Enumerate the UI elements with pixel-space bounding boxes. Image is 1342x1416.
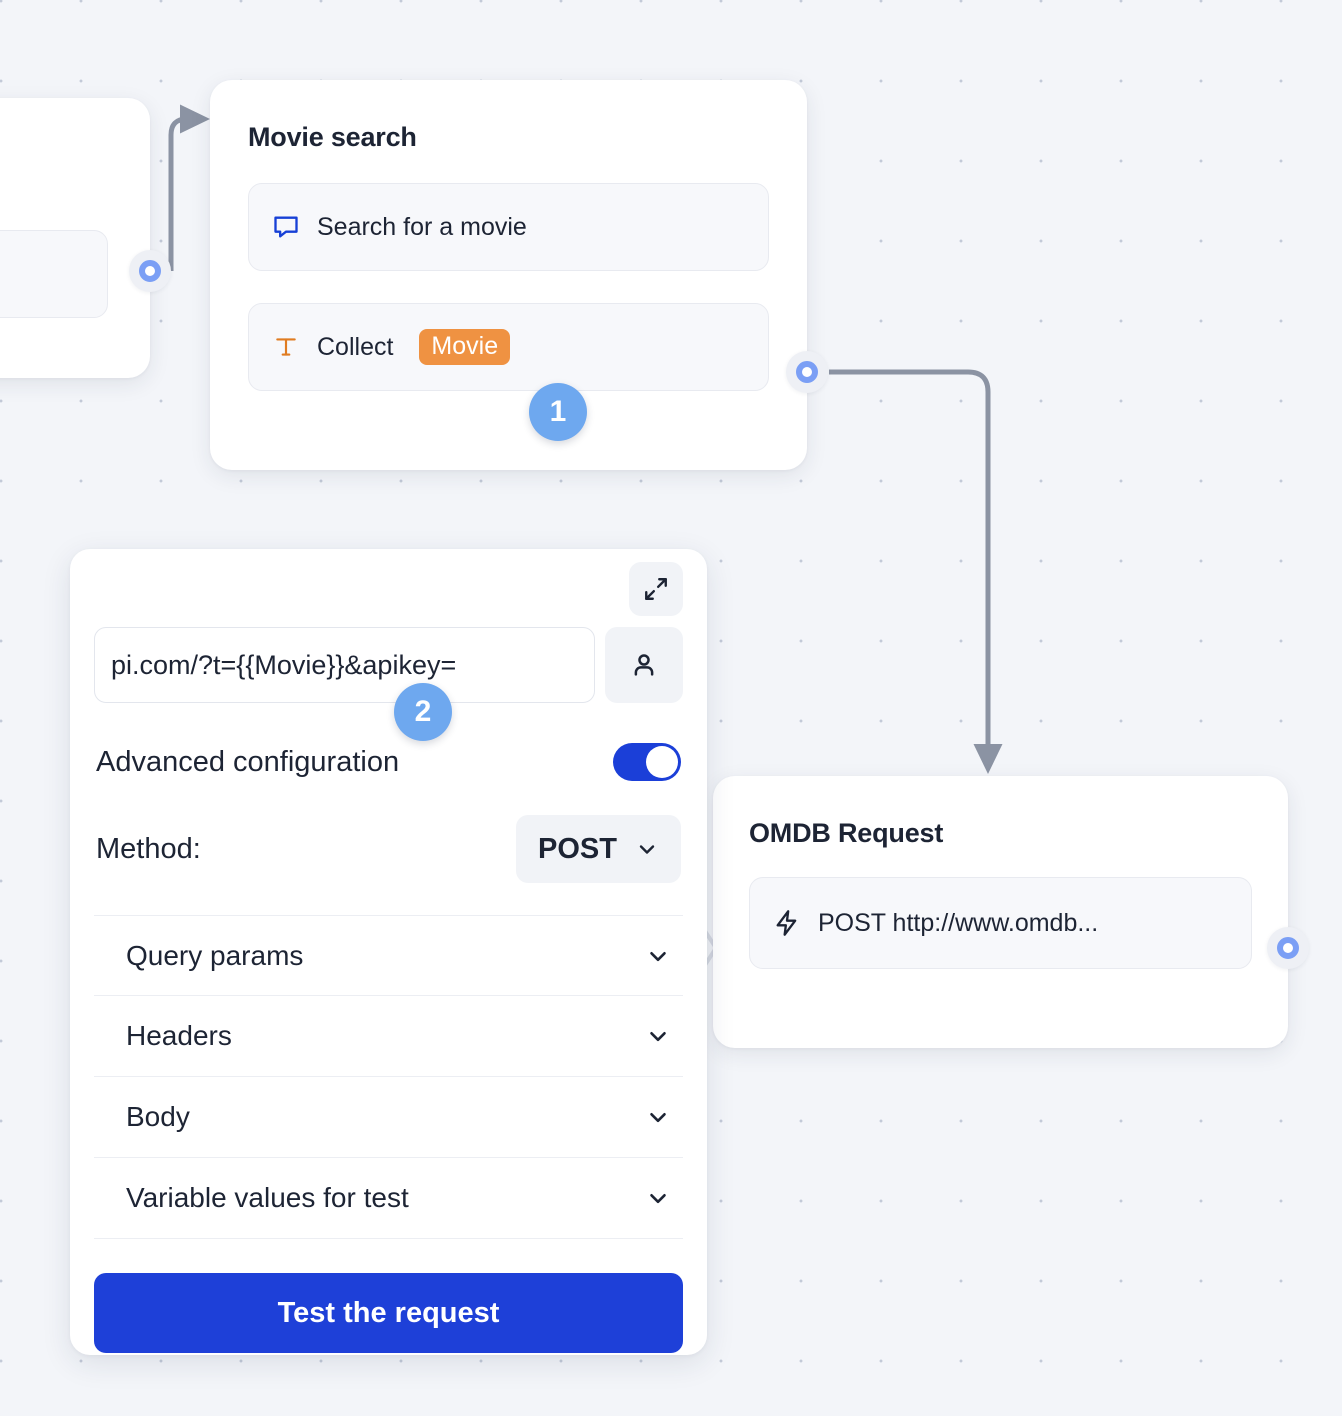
section-label: Query params	[126, 939, 304, 971]
node-row-collect-movie[interactable]: Collect Movie	[248, 303, 769, 391]
section-label: Body	[126, 1101, 190, 1132]
port-movie-search-output[interactable]	[786, 351, 828, 393]
node-title: Movie search	[248, 122, 417, 152]
section-headers[interactable]: Headers	[94, 996, 683, 1077]
request-url-input[interactable]	[94, 627, 595, 703]
config-sections: Query params Headers Body Variable value…	[94, 915, 683, 1239]
expand-panel-button[interactable]	[629, 562, 683, 616]
test-the-request-button[interactable]: Test the request	[94, 1273, 683, 1353]
variable-chip-movie[interactable]: Movie	[419, 328, 511, 366]
node-movie-search[interactable]: Movie search Search for a movie Collect …	[210, 80, 807, 470]
port-omdb-request-output[interactable]	[1267, 927, 1309, 969]
chevron-down-icon	[650, 1112, 666, 1123]
request-configuration-panel[interactable]: Advanced configuration Method: POST Quer…	[70, 549, 707, 1355]
advanced-configuration-label: Advanced configuration	[96, 745, 400, 778]
section-body[interactable]: Body	[94, 1077, 683, 1158]
expand-arrows-icon	[645, 578, 667, 600]
section-variable-values-for-test[interactable]: Variable values for test	[94, 1158, 683, 1239]
node-row-label: POST http://www.omdb...	[818, 908, 1099, 937]
node-row-post-request[interactable]: POST http://www.omdb...	[749, 877, 1252, 969]
section-label: Headers	[126, 1020, 232, 1051]
step-badge-1: 1	[529, 383, 587, 441]
section-label: Variable values for test	[126, 1182, 409, 1213]
method-row: Method: POST	[94, 815, 683, 883]
method-select[interactable]: POST	[516, 815, 681, 883]
node-row-label: Search for a movie	[317, 212, 527, 241]
chevron-down-icon	[639, 845, 655, 854]
node-title: OMDB Request	[749, 818, 944, 848]
text-type-icon	[271, 334, 301, 360]
advanced-configuration-toggle[interactable]	[613, 743, 681, 781]
lightning-bolt-icon	[772, 909, 802, 937]
url-row	[94, 627, 683, 703]
speech-bubble-icon	[271, 213, 301, 241]
person-icon	[634, 654, 654, 676]
chevron-down-icon	[650, 1193, 666, 1204]
method-selected-value: POST	[538, 832, 617, 865]
chevron-down-icon	[650, 1031, 666, 1042]
section-query-params[interactable]: Query params	[94, 915, 683, 996]
method-label: Method:	[96, 832, 201, 865]
node-omdb-request[interactable]: OMDB Request POST http://www.omdb...	[713, 776, 1288, 1048]
port-upstream-node-output[interactable]	[129, 250, 171, 292]
node-row-placeholder	[0, 230, 108, 318]
advanced-configuration-row: Advanced configuration	[94, 743, 683, 781]
auth-user-button[interactable]	[605, 627, 683, 703]
node-row-label: Collect	[317, 332, 394, 361]
node-upstream-partial[interactable]	[0, 98, 150, 378]
chevron-down-icon	[650, 951, 666, 961]
step-badge-2: 2	[394, 683, 452, 741]
node-row-search-for-a-movie[interactable]: Search for a movie	[248, 183, 769, 271]
